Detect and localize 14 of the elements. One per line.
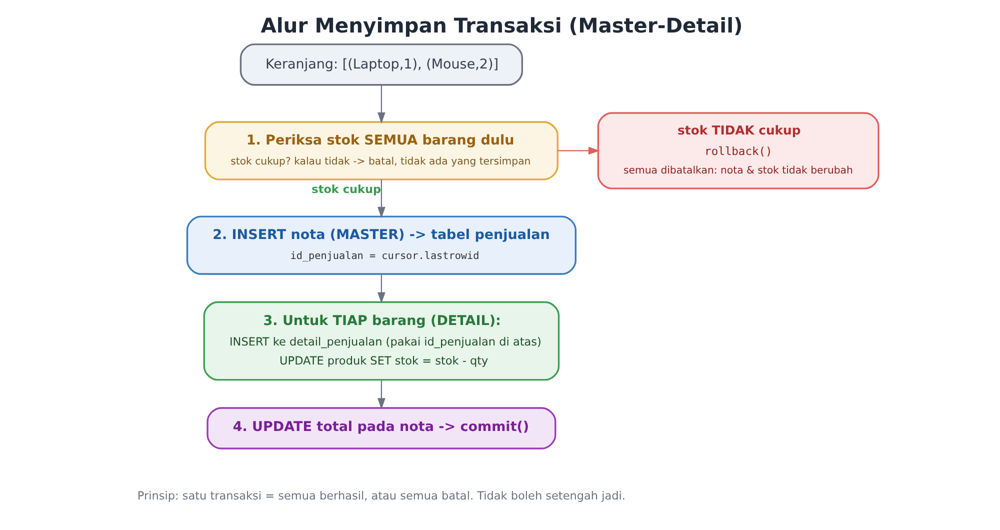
node-box: 3. Untuk TIAP barang (DETAIL): INSERT ke detail_penjualan (pakai id_penjualan di atas) UPDATE produk SET stok = stok - qty [202, 301, 560, 381]
arrow [377, 180, 385, 218]
node-box: 2. INSERT nota (MASTER) -> tabel penjualan id_penjualan = cursor.lastrowid [186, 216, 576, 275]
node-box: 1. Periksa stok SEMUA barang dulu stok cukup? kalau tidak -> batal, tidak ada yang tersimpan [204, 121, 558, 180]
caption: Prinsip: satu transaksi = semua berhasil, atau semua batal. Tidak boleh setengah jadi. [136, 490, 626, 503]
diagram-title: Alur Menyimpan Transaksi (Master-Detail) [260, 13, 742, 38]
arrow [377, 274, 385, 304]
node-box: 4. UPDATE total pada nota -> commit() [206, 407, 556, 450]
node-box: Keranjang: [(Laptop,1), (Mouse,2)] [239, 44, 523, 86]
arrow [377, 380, 385, 410]
node-box: stok TIDAK cukup rollback() semua dibatalkan: nota & stok tidak berubah [596, 112, 879, 190]
arrow [377, 85, 385, 124]
edge-label: stok cukup [311, 183, 381, 196]
arrow [557, 146, 600, 155]
